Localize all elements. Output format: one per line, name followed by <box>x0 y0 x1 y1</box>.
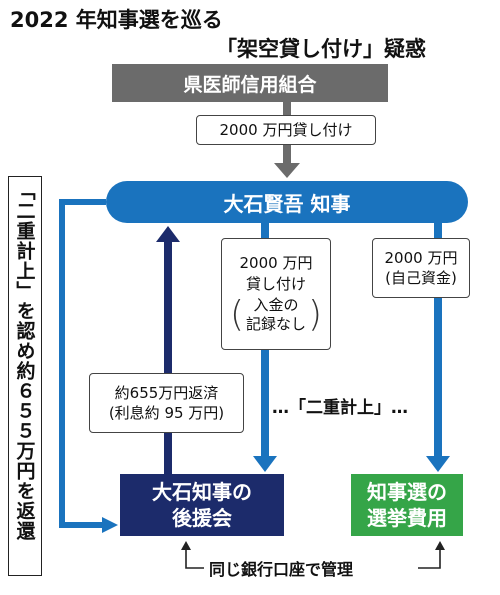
repayment-line1: 約655万円返済 <box>114 383 219 402</box>
own-funds-line2: (自己資金) <box>385 269 457 287</box>
loan-label-text: 2000 万円貸し付け <box>219 120 353 139</box>
note-line2: 記録なし <box>245 315 306 334</box>
loan-to-group-line2: 貸し付け <box>245 274 306 293</box>
loan-label: 2000 万円貸し付け <box>196 115 376 145</box>
loan-arrow <box>274 102 300 178</box>
support-group-line1: 大石知事の <box>152 480 252 504</box>
side-note: 「二重計上」を認め約６５５万円を返還 <box>8 176 42 576</box>
support-group-line2: 後援会 <box>172 506 232 530</box>
repayment-line2: (利息約 95 万円) <box>108 404 225 422</box>
note-line1: 入金の <box>253 295 299 314</box>
title-line-1: 2022 年知事選を巡る <box>10 8 223 32</box>
mayor-node: 大石賢吾 知事 <box>106 181 468 223</box>
repayment-arrow <box>156 226 180 474</box>
title-line-2: 「架空貸し付け」疑惑 <box>216 37 426 61</box>
return-loop-arrow <box>59 199 118 533</box>
no-deposit-record-note: ( 入金の 記録なし ) <box>230 296 322 335</box>
loan-to-group-arrow <box>253 223 277 472</box>
bank-bracket <box>181 541 445 569</box>
repayment-label: 約655万円返済 (利息約 95 万円) <box>89 373 244 433</box>
own-funds-arrow <box>426 223 450 472</box>
note-close-paren: ) <box>308 294 323 336</box>
election-costs-line2: 選挙費用 <box>367 506 447 530</box>
note-open-paren: ( <box>229 294 244 336</box>
election-costs-line1: 知事選の <box>367 480 447 504</box>
bank-account-note: 同じ銀行口座で管理 <box>209 560 354 579</box>
support-group-node: 大石知事の 後援会 <box>120 474 284 536</box>
credit-union-node: 県医師信用組合 <box>112 64 388 102</box>
loan-to-group-line1: 2000 万円 <box>239 254 313 273</box>
double-count-label: …「二重計上」… <box>272 398 408 418</box>
election-costs-node: 知事選の 選挙費用 <box>351 474 463 536</box>
own-funds-label: 2000 万円 (自己資金) <box>372 238 470 298</box>
loan-to-group-label: 2000 万円 貸し付け ( 入金の 記録なし ) <box>221 238 331 350</box>
own-funds-line1: 2000 万円 <box>384 248 458 267</box>
